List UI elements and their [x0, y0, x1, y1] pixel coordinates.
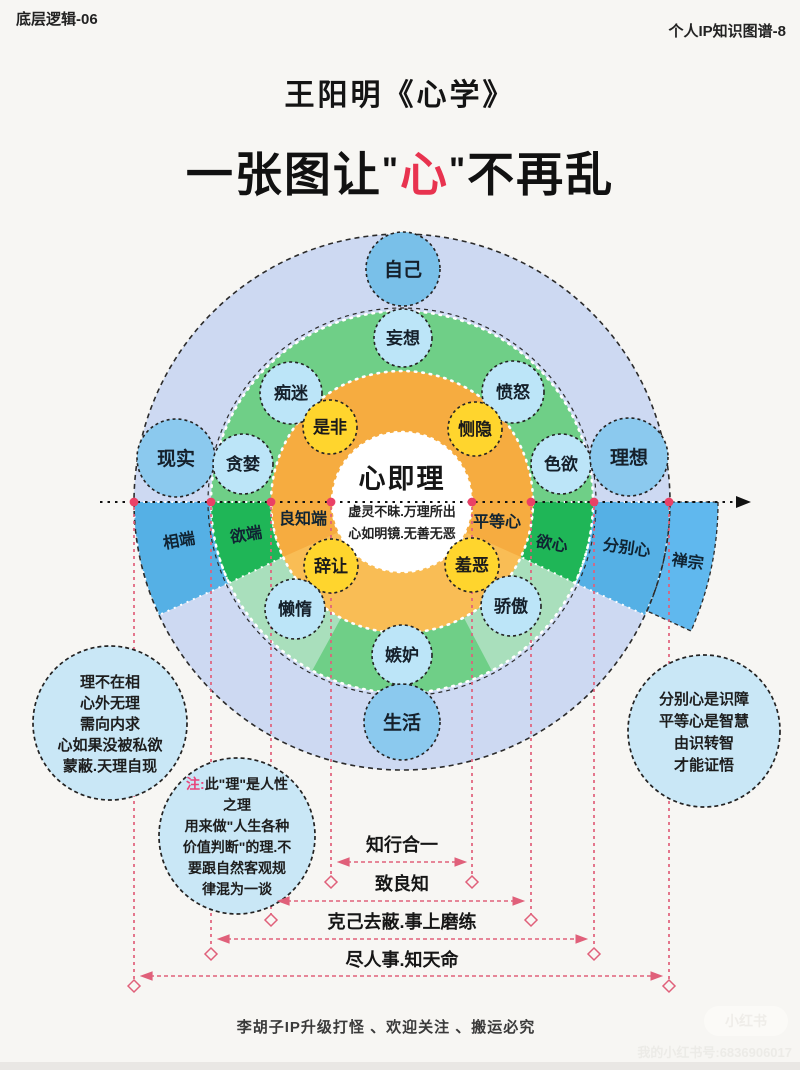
wedge-chanzong	[646, 501, 719, 632]
node-shenghuo	[363, 683, 441, 761]
node-jidu	[371, 624, 433, 686]
wedge-yuxin	[519, 501, 595, 585]
node-jiaoao	[480, 575, 542, 637]
node-tanlan-label: 贪婪	[225, 454, 260, 474]
measure-diamonds	[126, 874, 677, 994]
svg-text:平等心是智慧: 平等心是智慧	[659, 712, 749, 730]
bubble-circles	[32, 645, 781, 915]
node-wangxiang-label: 妄想	[386, 328, 420, 348]
node-landuo-label: 懒惰	[278, 599, 312, 619]
subtitle-suffix: 不再乱	[467, 148, 615, 201]
bubble-left-text: 理不在相 心外无理 需向内求 心如果没被私欲 蒙蔽.天理自现	[57, 673, 162, 775]
footer-credit: 李胡子IP升级打怪 、欢迎关注 、搬运必究	[236, 1019, 536, 1036]
wedge-pingdengxin-label: 平等心	[473, 512, 521, 531]
node-xiuwu-label: 羞恶	[454, 555, 489, 575]
wedge-liangzhiduan-label: 良知端	[279, 509, 327, 528]
node-seyu-label: 色欲	[544, 454, 578, 474]
node-chimi-label: 痴迷	[274, 383, 309, 403]
bubble-note-text: 注:此"理"是人性 之理 用来做"人生各种 价值判断"的理.不 要跟自然客观规 …	[183, 776, 292, 897]
core-line1: 虚灵不昧.万理所出	[348, 504, 456, 519]
svg-text:蒙蔽.天理自现: 蒙蔽.天理自现	[63, 757, 157, 775]
svg-text:之理: 之理	[223, 797, 251, 813]
svg-text:注:此"理"是人性: 注:此"理"是人性	[186, 776, 288, 792]
svg-text:理不在相: 理不在相	[80, 673, 140, 691]
wedge-chanzong-label: 禅宗	[670, 550, 705, 573]
node-ziji	[365, 231, 441, 307]
svg-text:分别心是识障: 分别心是识障	[659, 690, 749, 708]
svg-text:由识转智: 由识转智	[674, 734, 734, 752]
measure-label-3: 尽人事.知天命	[345, 949, 459, 970]
node-jiaoao-label: 骄傲	[494, 596, 529, 616]
page-title: 王阳明《心学》	[284, 79, 516, 112]
header-left-label: 底层逻辑-06	[16, 11, 98, 28]
node-shifei-label: 是非	[313, 417, 347, 437]
node-tanlan	[212, 433, 274, 495]
node-cirang	[303, 538, 359, 594]
node-ceyin-label: 恻隐	[458, 419, 492, 439]
bottom-band	[0, 1062, 800, 1070]
guide-lines	[133, 507, 670, 980]
node-shenghuo-label: 生活	[383, 711, 421, 734]
node-shifei	[302, 399, 358, 455]
bubble-note	[158, 757, 316, 915]
axis-dots	[129, 497, 674, 507]
bubble-right	[627, 654, 781, 808]
wedge-yuduan	[209, 501, 285, 585]
measure-arrows	[139, 857, 664, 981]
svg-text:用来做"人生各种: 用来做"人生各种	[185, 818, 290, 834]
node-circles	[136, 231, 669, 761]
node-lixiang	[589, 417, 669, 497]
measure-label-0: 知行合一	[366, 834, 438, 855]
note-line-0: 此"理"是人性	[205, 776, 288, 792]
xiaohongshu-badge: 小红书	[704, 1006, 788, 1036]
measure-label-1: 致良知	[375, 873, 429, 894]
subtitle-prefix: 一张图让	[185, 148, 382, 201]
subtitle-open-quote: "	[381, 151, 400, 189]
node-landuo	[264, 578, 326, 640]
page-subtitle: 一张图让"心"不再乱	[0, 136, 800, 205]
node-ceyin	[447, 401, 503, 457]
core-line2: 心如明镜.无善无恶	[348, 526, 456, 541]
bubble-left	[32, 645, 188, 801]
subtitle-heart-word: 心	[400, 148, 449, 201]
xiaohongshu-id-watermark: 我的小红书号:6836906017	[637, 1045, 792, 1060]
svg-text:价值判断"的理.不: 价值判断"的理.不	[183, 839, 292, 855]
node-chimi	[259, 361, 323, 425]
node-lixiang-label: 理想	[610, 446, 648, 469]
axis-arrowhead	[736, 496, 751, 508]
svg-text:心如果没被私欲: 心如果没被私欲	[57, 736, 162, 754]
svg-text:需向内求: 需向内求	[80, 715, 141, 733]
svg-text:律混为一谈: 律混为一谈	[202, 881, 273, 897]
svg-text:才能证悟: 才能证悟	[674, 756, 734, 774]
svg-text:心外无理: 心外无理	[80, 694, 140, 712]
node-xiuwu	[444, 537, 500, 593]
subtitle-close-quote: "	[449, 151, 468, 189]
note-prefix: 注:	[186, 776, 205, 792]
node-ziji-label: 自己	[384, 258, 422, 281]
node-xianshi-label: 现实	[157, 447, 195, 470]
bubble-right-text: 分别心是识障 平等心是智慧 由识转智 才能证悟	[659, 690, 749, 774]
svg-text:要跟自然客观规: 要跟自然客观规	[188, 860, 286, 876]
node-wangxiang	[373, 308, 433, 368]
node-fennu	[481, 360, 545, 424]
core-heading: 心即理	[359, 464, 446, 494]
node-fennu-label: 愤怒	[496, 382, 530, 402]
node-jidu-label: 嫉妒	[385, 645, 419, 665]
header-right-label: 个人IP知识图谱-8	[668, 23, 786, 40]
measure-label-2: 克己去蔽.事上磨练	[327, 911, 476, 932]
node-cirang-label: 辞让	[314, 556, 348, 576]
